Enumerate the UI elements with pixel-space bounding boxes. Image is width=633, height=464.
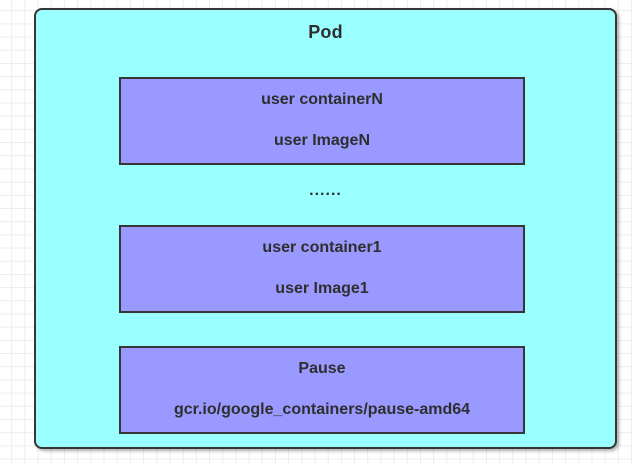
container-image: user ImageN xyxy=(273,132,371,149)
container-node-1[interactable]: user container1 user Image1 xyxy=(119,225,525,313)
container-image: user Image1 xyxy=(275,280,369,297)
container-image: gcr.io/google_containers/pause-amd64 xyxy=(173,401,471,418)
ellipsis-label: ...... xyxy=(309,182,342,199)
container-node-n[interactable]: user containerN user ImageN xyxy=(119,77,525,165)
pod-title: Pod xyxy=(308,22,343,42)
pause-container-node[interactable]: Pause gcr.io/google_containers/pause-amd… xyxy=(119,346,525,434)
container-name: user containerN xyxy=(261,91,383,108)
pod-node[interactable]: Pod user containerN user ImageN ...... u… xyxy=(34,8,617,449)
container-name: user container1 xyxy=(262,239,382,256)
container-name: Pause xyxy=(298,360,346,377)
